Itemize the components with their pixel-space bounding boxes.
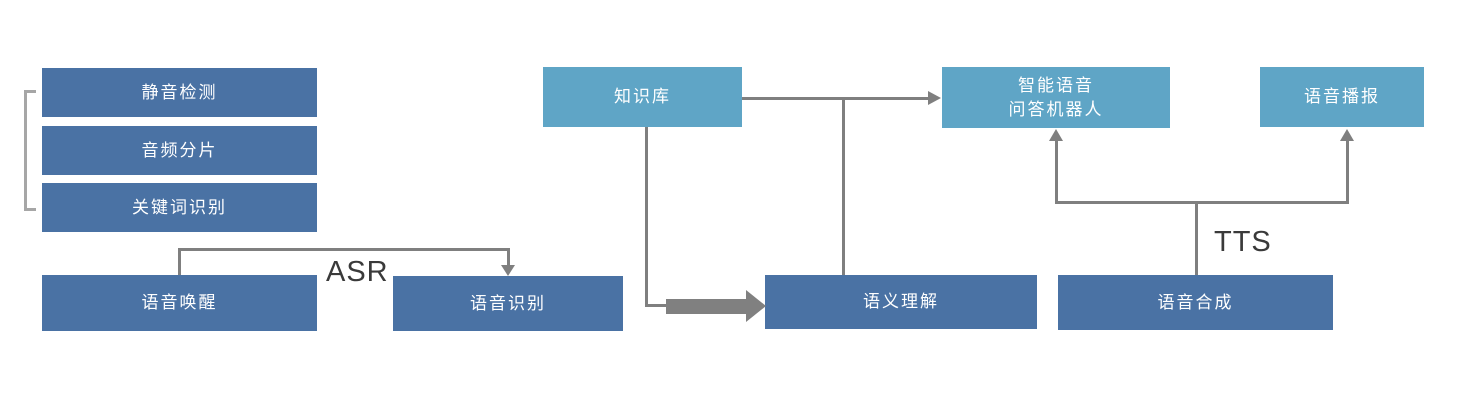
- thick-arrow-head-icon: [746, 290, 766, 322]
- group-bracket-bottom-stub: [24, 208, 36, 211]
- edge-kb-robot: [742, 97, 928, 100]
- arrowhead-down-icon: [501, 265, 515, 276]
- node-speech-recognition: 语音识别: [393, 276, 623, 331]
- edge-tts-stem: [1195, 202, 1198, 275]
- node-knowledge-base: 知识库: [543, 67, 742, 127]
- edge-kb-elbow: [645, 304, 668, 307]
- group-bracket-vertical: [24, 90, 27, 211]
- thick-arrow-body: [666, 299, 746, 314]
- node-qa-robot: 智能语音 问答机器人: [942, 67, 1170, 128]
- node-voice-broadcast: 语音播报: [1260, 67, 1424, 127]
- edge-branch-semantic: [842, 99, 845, 275]
- node-voice-wakeup: 语音唤醒: [42, 275, 317, 331]
- edge-kb-stem: [645, 127, 648, 307]
- arrowhead-up-left-icon: [1049, 129, 1063, 141]
- edge-wakeup-asr-rise: [178, 248, 181, 275]
- node-semantic-understanding: 语义理解: [765, 275, 1037, 329]
- arrowhead-up-right-icon: [1340, 129, 1354, 141]
- node-silence-detection: 静音检测: [42, 68, 317, 117]
- edge-wakeup-asr-drop: [507, 248, 510, 266]
- edge-tts-bar: [1055, 201, 1348, 204]
- edge-label-tts: TTS: [1214, 226, 1272, 258]
- node-audio-segmentation: 音频分片: [42, 126, 317, 175]
- node-keyword-recognition: 关键词识别: [42, 183, 317, 232]
- group-bracket-top-stub: [24, 90, 36, 93]
- node-speech-synthesis: 语音合成: [1058, 275, 1333, 330]
- edge-tts-right-rise: [1346, 140, 1349, 204]
- edge-label-asr: ASR: [326, 256, 389, 288]
- edge-wakeup-asr-run: [178, 248, 510, 251]
- arrowhead-right-icon: [928, 91, 941, 105]
- edge-tts-left-rise: [1055, 140, 1058, 204]
